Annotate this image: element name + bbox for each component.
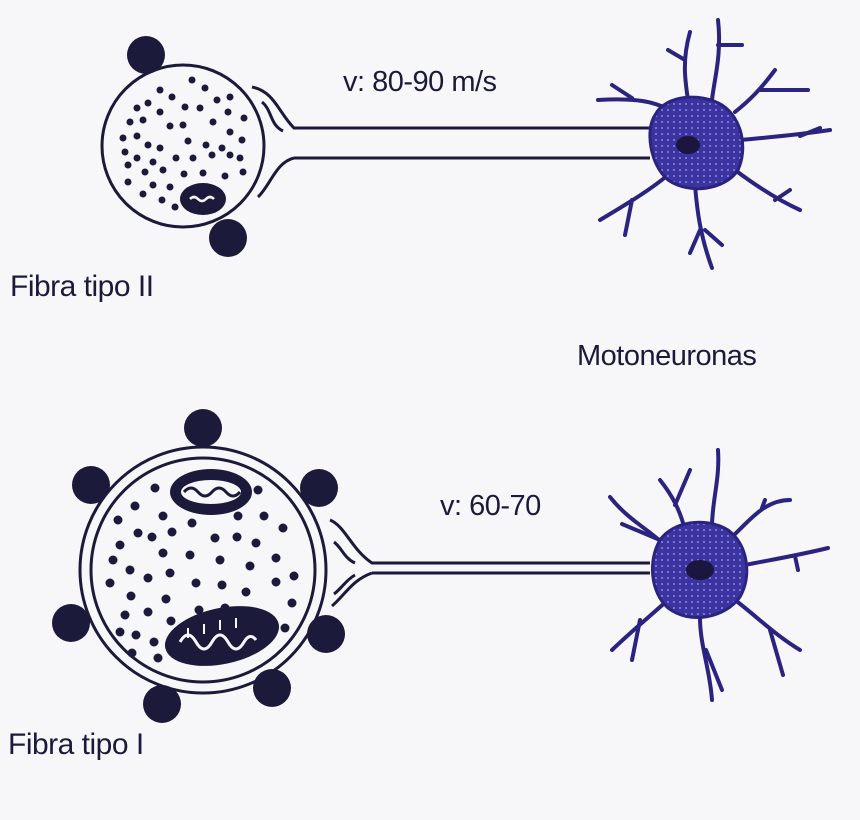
velocity-label-type-ii: v: 80-90 m/s	[343, 66, 497, 98]
capillary-icon	[72, 466, 110, 504]
fiber-type-ii	[100, 36, 650, 257]
dots-icon	[119, 76, 248, 211]
axon-icon	[251, 85, 650, 199]
capillary-icon	[307, 615, 345, 653]
mitochondrion-icon	[164, 606, 280, 666]
axon-icon	[329, 518, 650, 608]
capillary-icon	[300, 469, 338, 507]
fiber-type-i	[52, 409, 650, 723]
motoneuron-label: Motoneuronas	[577, 340, 757, 372]
fiber-cell-icon	[100, 63, 266, 229]
mitochondrion-icon	[180, 183, 226, 215]
capillary-icon	[209, 219, 247, 257]
mitochondrion-icon	[170, 469, 252, 515]
capillary-icon	[143, 685, 181, 723]
motoneuron-icon	[608, 448, 830, 702]
motoneuron-icon	[596, 18, 832, 270]
capillary-icon	[127, 36, 165, 74]
velocity-label-type-i: v: 60-70	[440, 490, 541, 522]
capillary-icon	[253, 669, 291, 707]
fiber-label-type-i: Fibra tipo I	[8, 728, 144, 761]
capillary-icon	[52, 604, 90, 642]
capillary-icon	[184, 409, 222, 447]
fiber-cell-icon	[78, 445, 328, 695]
fiber-label-type-ii: Fibra tipo II	[10, 270, 154, 303]
